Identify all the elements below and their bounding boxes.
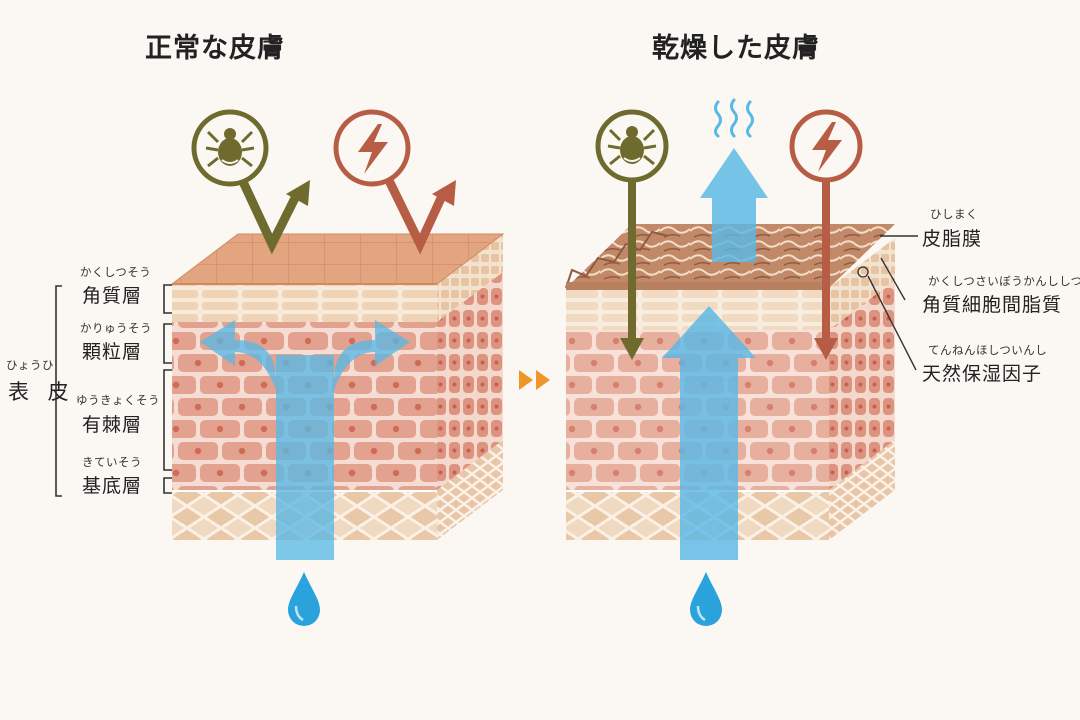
lightning-icon: [789, 109, 863, 360]
title-dry-skin: 乾燥した皮膚: [652, 33, 820, 64]
dry-skin-block: [565, 224, 895, 540]
sebum-film-label: 皮脂膜: [922, 228, 983, 250]
granular-layer-label: 顆粒層: [82, 341, 143, 363]
granular-layer-reading: かりゅうそう: [80, 321, 152, 335]
water-drop-icon: [690, 572, 722, 626]
lightning-icon: [333, 109, 456, 255]
mite-icon: [595, 109, 669, 360]
epidermis-bracket: [55, 284, 172, 497]
double-chevron-right-icon: [519, 370, 550, 390]
horny-layer-reading: かくしつそう: [80, 265, 152, 279]
nmf-label: 天然保湿因子: [922, 363, 1043, 385]
normal-skin-block: [170, 233, 505, 540]
title-normal-skin: 正常な皮膚: [145, 33, 285, 64]
water-flow-dry: [662, 148, 768, 560]
horny-layer-label: 角質層: [82, 285, 143, 307]
basal-layer-reading: きていそう: [82, 455, 142, 469]
water-drop-icon: [288, 572, 320, 626]
epidermis-label: 表 皮: [8, 380, 75, 404]
basal-layer-label: 基底層: [82, 475, 143, 497]
spinous-layer-label: 有棘層: [82, 414, 143, 436]
nmf-reading: てんねんほしついんし: [928, 343, 1048, 357]
sebum-film-reading: ひしまく: [930, 207, 978, 221]
mite-icon: [191, 109, 310, 255]
epidermis-reading: ひょうひ: [6, 358, 54, 372]
intercellular-lipid-reading: かくしつさいぼうかんししつ: [928, 274, 1080, 288]
water-flow-normal: [200, 320, 410, 560]
steam-icon: [714, 98, 754, 138]
annotation-leaders: [867, 235, 918, 371]
intercellular-lipid-label: 角質細胞間脂質: [922, 294, 1063, 316]
spinous-layer-reading: ゆうきょくそう: [76, 393, 160, 407]
